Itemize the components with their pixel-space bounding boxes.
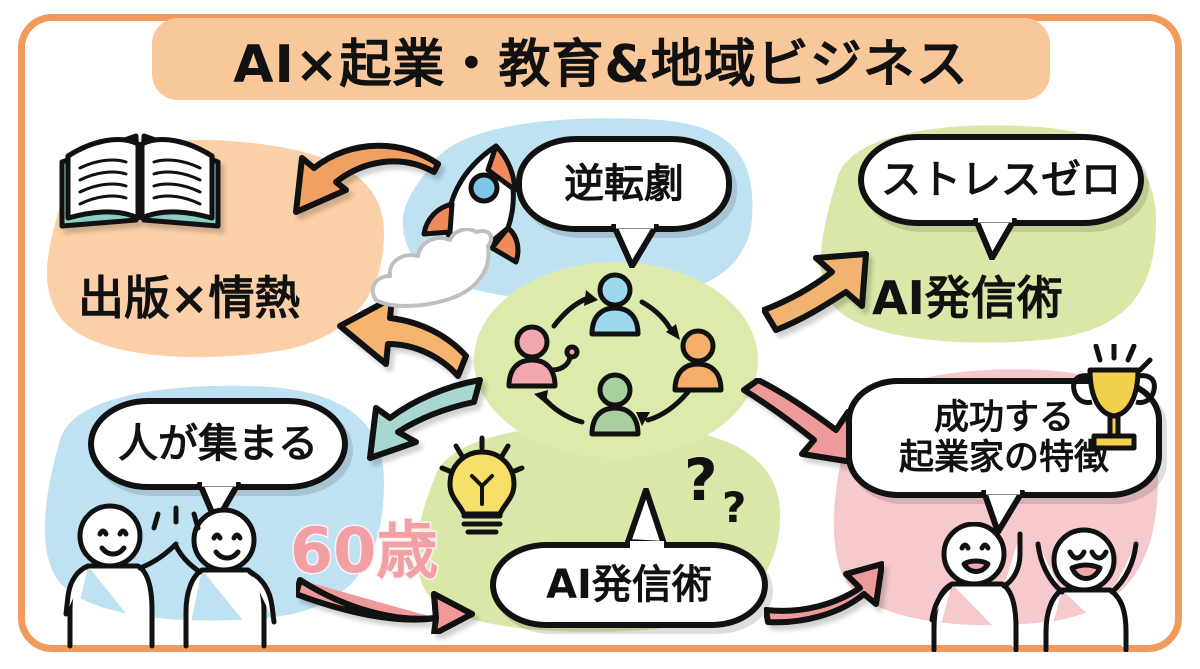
label-ai-share-green: AI発信術 xyxy=(872,271,1063,325)
rocket-smoke-icon xyxy=(368,227,508,310)
speech-bubble-gather-text: 人が集まる xyxy=(118,421,318,467)
speech-bubble-stress-zero-text: ストレスゼロ xyxy=(881,157,1121,203)
arrow-to-ai-bubble xyxy=(293,568,476,637)
arrow-to-gather xyxy=(364,376,486,464)
lightbulb-icon xyxy=(434,432,530,542)
speech-bubble-success-line2: 起業家の特徴 xyxy=(898,438,1109,478)
page-title-banner: AI×起業・教育&地域ビジネス xyxy=(152,18,1050,100)
celebrating-people-icon xyxy=(916,521,1152,653)
arrow-to-success-low xyxy=(763,552,885,626)
high-five-people-icon xyxy=(52,500,282,650)
speech-bubble-ai-share-text: AI発信術 xyxy=(546,562,712,608)
question-marks-icon: ? ? xyxy=(682,446,772,532)
speech-bubble-stress-zero: ストレスゼロ xyxy=(858,134,1144,226)
speech-bubble-reversal-text: 逆転劇 xyxy=(564,161,684,207)
blob-network xyxy=(468,258,764,462)
page-title: AI×起業・教育&地域ビジネス xyxy=(233,34,969,95)
label-publishing: 出版×情熱 xyxy=(78,271,301,325)
speech-bubble-success-line1: 成功する xyxy=(933,397,1074,438)
speech-bubble-success-text: 成功する 起業家の特徴 xyxy=(899,398,1109,479)
speech-bubble-gather-tail xyxy=(196,477,244,525)
arrow-to-ai-share xyxy=(761,248,874,336)
arrow-to-publishing-top xyxy=(272,138,442,240)
speech-bubble-reversal-tail xyxy=(610,219,662,269)
speech-bubble-success-tail xyxy=(980,485,1028,535)
trophy-icon xyxy=(1060,341,1166,456)
speech-bubble-reversal: 逆転劇 xyxy=(516,136,732,232)
open-book-icon xyxy=(50,128,230,236)
speech-bubble-ai-share: AI発信術 xyxy=(490,542,768,628)
speech-bubble-ai-share-tail xyxy=(620,487,668,551)
svg-text:?: ? xyxy=(722,483,746,532)
speech-bubble-stress-zero-tail xyxy=(972,213,1020,261)
people-network-icon xyxy=(490,270,740,450)
label-age: 60歳 xyxy=(288,513,439,589)
arrow-to-publishing-low xyxy=(334,292,470,388)
svg-text:?: ? xyxy=(684,448,718,514)
speech-bubble-gather: 人が集まる xyxy=(88,398,348,490)
